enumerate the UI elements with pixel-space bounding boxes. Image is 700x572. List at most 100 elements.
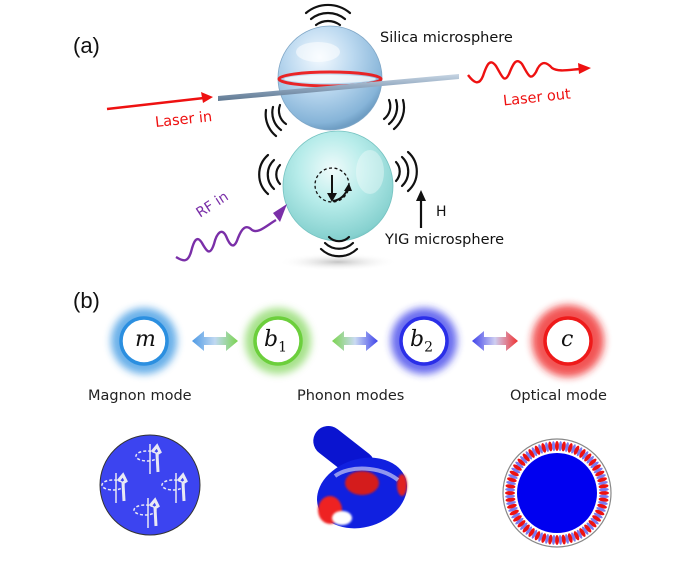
field-h-label: H [436, 204, 447, 220]
wgm-node [506, 481, 516, 485]
wgm-node [565, 442, 569, 452]
mode-phonon-b2 [391, 308, 457, 374]
phonon-modes-label: Phonon modes [297, 388, 405, 404]
mode-symbol-text: b [410, 327, 425, 352]
wgm-node [538, 532, 543, 542]
wgm-node [552, 441, 556, 452]
wgm-lobe [579, 449, 586, 458]
wgm-lobe [507, 503, 517, 509]
wgm-lobe [522, 453, 530, 462]
wgm-node [505, 494, 516, 498]
wgm-node [531, 529, 538, 539]
wgm-lobe [597, 477, 607, 483]
wgm-lobe [513, 515, 522, 522]
wgm-node [598, 488, 609, 492]
wgm-lobe [592, 464, 601, 471]
mode-symbol-b1: b1 [264, 327, 287, 355]
wgm-lobes [505, 441, 609, 545]
wgm-lobe [534, 531, 541, 541]
mode-symbol-text: c [561, 327, 574, 352]
wgm-node [558, 441, 562, 452]
wgm-node [596, 474, 606, 479]
wgm-lobe [541, 443, 547, 453]
spin-icon [161, 472, 188, 503]
wgm-lobe [595, 470, 605, 477]
wgm-node [586, 522, 594, 530]
wgm-node [558, 534, 562, 545]
laser-in-arrow [106, 92, 213, 111]
wgm-node [596, 507, 606, 512]
wgm-node [531, 447, 538, 457]
wgm-lobe [513, 464, 522, 471]
wgm-lobe [517, 520, 526, 528]
vibration-arcs [258, 3, 418, 258]
mode-symbol-subscript: 2 [424, 339, 434, 356]
wgm-node [538, 444, 543, 454]
spin-icon [133, 497, 160, 528]
yig-shadow [278, 253, 398, 271]
wgm-node [590, 517, 599, 525]
wgm-lobe [595, 509, 605, 516]
wgm-node [576, 529, 583, 539]
wgm-node [545, 534, 549, 544]
wgm-lobe [598, 484, 609, 489]
wgm-lobe [517, 458, 526, 466]
wgm-lobe [573, 531, 580, 541]
rf-in-wave [175, 204, 287, 262]
wgm-lobe [561, 534, 566, 545]
wgm-node [598, 481, 608, 485]
wgm-node [545, 442, 549, 452]
mode-symbol-text: b [264, 327, 279, 352]
spin-icon [135, 443, 162, 474]
mode-symbol-c: c [561, 327, 573, 352]
mode-magnon [111, 308, 177, 374]
wgm-node [508, 507, 518, 512]
wgm-node [525, 526, 533, 535]
wgm-lobe [584, 453, 592, 462]
wgm-lobe [573, 445, 580, 455]
wgm-lobe [528, 449, 535, 458]
yig-microsphere-label: YIG microsphere [385, 232, 505, 248]
wgm-node [590, 461, 599, 469]
wgm-lobe [579, 528, 586, 537]
panel-label-b: (b) [73, 288, 100, 313]
wgm-lobe [561, 441, 566, 452]
wgm-node [505, 488, 516, 492]
spin-precession-icon [314, 167, 352, 203]
wgm-node [511, 512, 521, 519]
wgm-node [571, 532, 576, 542]
coupling-arrow-b1-b2 [332, 331, 378, 351]
wgm-lobe [592, 515, 601, 522]
wgm-node [520, 522, 528, 530]
wgm-lobe [584, 524, 592, 533]
wgm-node [525, 451, 533, 460]
wgm-lobe [509, 470, 519, 477]
magnon-mode-label: Magnon mode [88, 388, 192, 404]
wgm-node [515, 461, 524, 469]
magnetic-field-arrow [416, 190, 426, 228]
wgm-lobe [505, 497, 516, 502]
wgm-lobe [598, 497, 609, 502]
mode-phonon-b1 [245, 308, 311, 374]
wgm-node [565, 534, 569, 544]
tapered-fiber [218, 74, 459, 101]
wgm-node [571, 444, 576, 454]
mode-symbol-subscript: 1 [278, 339, 288, 356]
mode-symbol-m: m [135, 327, 156, 352]
wgm-node [586, 456, 594, 464]
wgm-node [593, 512, 603, 519]
wgm-lobe [505, 491, 515, 495]
wgm-lobe [528, 528, 535, 537]
yig-microsphere [282, 130, 394, 242]
wgm-node [520, 456, 528, 464]
coupling-arrow-m-b1 [192, 331, 238, 351]
wgm-node [508, 474, 518, 479]
wgm-node [511, 467, 521, 474]
wgm-lobe [588, 520, 597, 528]
wgm-node [506, 501, 516, 505]
wgm-lobe [505, 484, 516, 489]
wgm-lobe [548, 534, 553, 545]
wgm-lobe [534, 445, 541, 455]
wgm-lobe [567, 533, 573, 543]
